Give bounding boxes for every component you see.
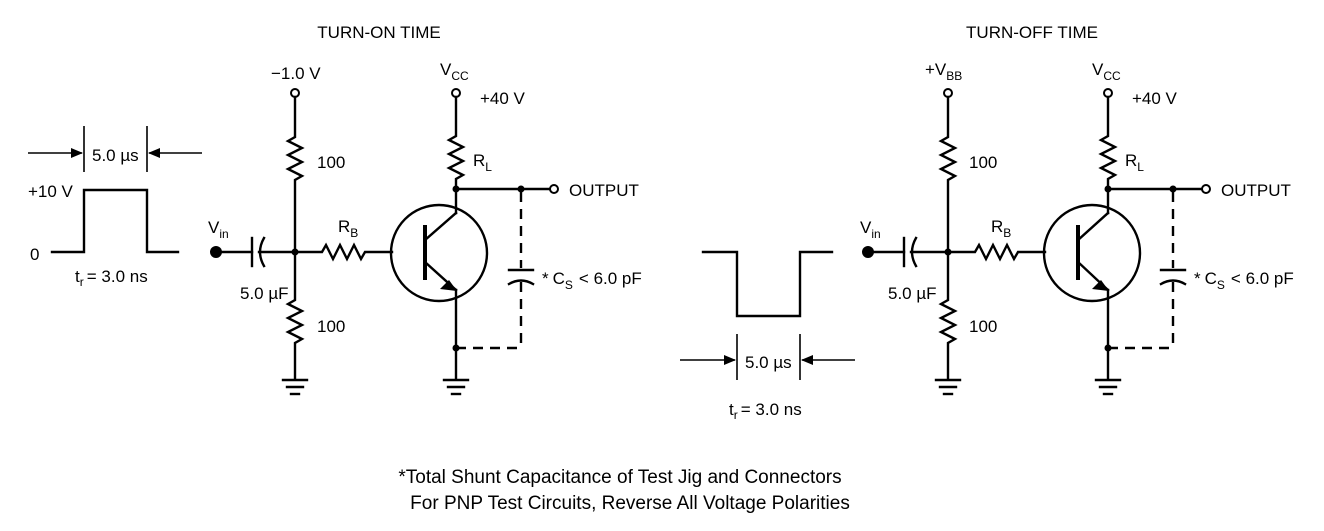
turn-off-transistor <box>1042 203 1142 303</box>
turn-on-vin-label: Vin <box>208 218 229 241</box>
turn-off-r-upper <box>938 95 958 254</box>
turn-off-r-upper-value: 100 <box>969 153 997 172</box>
turn-off-rb <box>946 242 1047 262</box>
turn-off-r-lower <box>938 250 958 380</box>
turn-on-title: TURN-ON TIME <box>317 23 440 42</box>
turn-on-cs-label: *CS< 6.0 pF <box>542 269 642 292</box>
turn-on-rl-label: RL <box>473 151 492 174</box>
turn-on-pulse-width: 5.0 µs <box>92 146 139 165</box>
turn-on-circuit: TURN-ON TIME 5.0 µs +10 V 0 tr= 3.0 ns −… <box>28 23 642 396</box>
turn-off-circuit: TURN-OFF TIME +VBB 100 100 Vin 5.0 µF RB <box>860 23 1294 396</box>
turn-off-cap-value: 5.0 µF <box>888 284 937 303</box>
turn-off-output-label: OUTPUT <box>1221 181 1291 200</box>
turn-on-r-lower-value: 100 <box>317 317 345 336</box>
turn-off-title: TURN-OFF TIME <box>966 23 1098 42</box>
turn-on-rise-time: tr= 3.0 ns <box>75 267 148 289</box>
turn-on-vcc-value: +40 V <box>480 89 526 108</box>
turn-on-cap-value: 5.0 µF <box>240 284 289 303</box>
turn-on-input-pulse: 5.0 µs +10 V 0 tr= 3.0 ns <box>28 126 202 289</box>
turn-off-vcc-value: +40 V <box>1132 89 1178 108</box>
turn-on-rb-label: RB <box>338 217 358 240</box>
turn-off-pulse-width: 5.0 µs <box>745 353 792 372</box>
turn-on-rb <box>293 242 394 262</box>
footnote-line-2: For PNP Test Circuits, Reverse All Volta… <box>410 493 850 514</box>
turn-on-shunt-capacitance <box>456 192 535 350</box>
turn-off-rise-time: tr= 3.0 ns <box>729 400 802 422</box>
turn-on-pulse-high: +10 V <box>28 182 74 201</box>
turn-off-rl-label: RL <box>1125 151 1144 174</box>
turn-on-r-lower <box>285 250 305 380</box>
turn-on-pulse-low: 0 <box>30 245 39 264</box>
turn-on-ground-left <box>281 378 309 396</box>
turn-on-r-upper <box>285 95 305 254</box>
turn-off-vin-label: Vin <box>860 218 881 241</box>
turn-on-r-upper-value: 100 <box>317 153 345 172</box>
turn-on-output-label: OUTPUT <box>569 181 639 200</box>
turn-on-transistor <box>389 203 489 303</box>
turn-on-ground-right <box>442 378 470 396</box>
turn-on-rl <box>446 95 466 215</box>
turn-on-vcc-label: VCC <box>440 60 469 83</box>
turn-on-bias-voltage: −1.0 V <box>271 64 321 83</box>
turn-off-rb-label: RB <box>991 217 1011 240</box>
turn-off-bias-label: +VBB <box>925 60 962 83</box>
turn-off-ground-right <box>1094 378 1122 396</box>
turn-off-rl <box>1098 95 1118 215</box>
turn-off-r-lower-value: 100 <box>969 317 997 336</box>
turn-off-ground-left <box>934 378 962 396</box>
turn-off-cs-label: *CS< 6.0 pF <box>1194 269 1294 292</box>
turn-off-input-pulse: 5.0 µs tr= 3.0 ns <box>680 250 855 422</box>
footnote-line-1: *Total Shunt Capacitance of Test Jig and… <box>398 467 841 488</box>
turn-off-vcc-label: VCC <box>1092 60 1121 83</box>
turn-off-shunt-capacitance <box>1108 192 1187 350</box>
